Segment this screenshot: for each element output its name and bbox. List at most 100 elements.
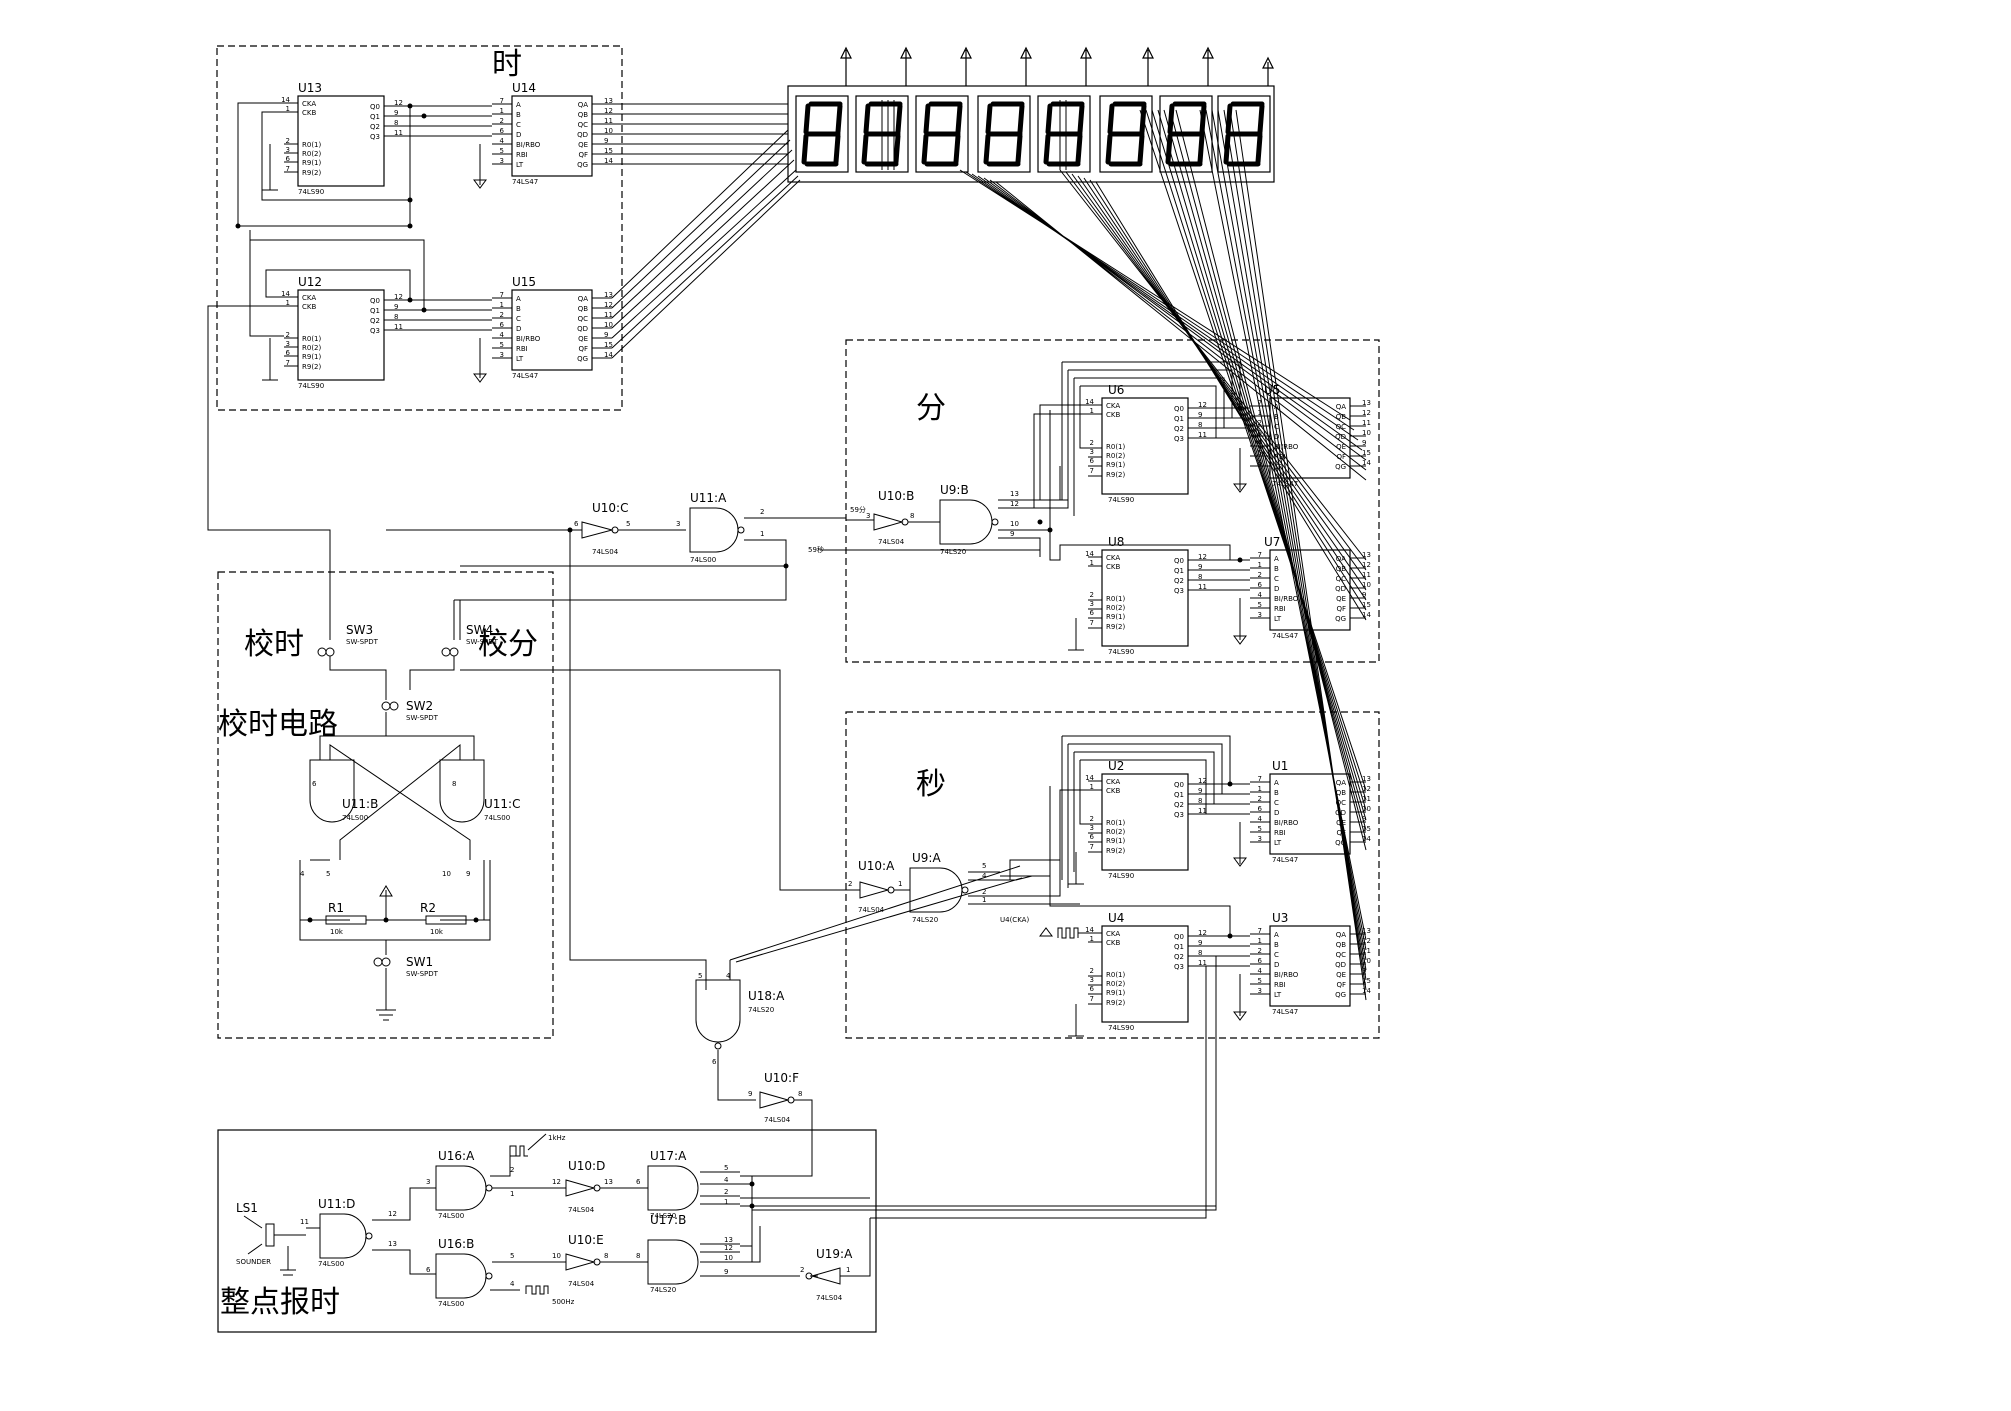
ic-u13 (297, 95, 385, 187)
decoder-pin-number: 3 (1258, 611, 1262, 619)
u11c-type: 74LS00 (484, 814, 510, 822)
counter-pin-number: 9 (394, 303, 398, 311)
signal-59min: 59分 (850, 505, 866, 514)
label-chime: 整点报时 (220, 1285, 340, 1320)
u18a-type: 74LS20 (748, 1006, 774, 1014)
u18a-label: U18:A (748, 989, 785, 1003)
counter-pin-label: R9(2) (302, 363, 322, 371)
decoder-pin-number: 7 (1258, 927, 1262, 935)
decoder-pin-label: B (1274, 789, 1279, 797)
u6-type: 74LS90 (1108, 496, 1134, 504)
digit-7 (1159, 95, 1213, 173)
digit-1 (795, 95, 849, 173)
u11a-pin-b: 2 (760, 508, 764, 516)
decoder-pin-label: QC (578, 121, 589, 129)
u9a-label: U9:A (912, 851, 941, 865)
decoder-pin-label: B (1274, 941, 1279, 949)
counter-pin-label: Q2 (1174, 953, 1184, 961)
counter-pin-number: 2 (1090, 815, 1094, 823)
decoder-pin-number: 7 (500, 97, 504, 105)
u10e-label: U10:E (568, 1233, 604, 1247)
counter-pin-number: 9 (1198, 563, 1202, 571)
counter-pin-number: 1 (1090, 783, 1094, 791)
counter-pin-number: 2 (286, 137, 290, 145)
counter-pin-label: R0(2) (302, 344, 322, 352)
decoder-pin-label: QC (1336, 423, 1347, 431)
counter-pin-label: CKA (1106, 930, 1120, 938)
u9b-pin-1: 13 (1010, 490, 1019, 498)
decoder-pin-number: 3 (1258, 835, 1262, 843)
u2-type: 74LS90 (1108, 872, 1134, 880)
counter-pin-label: R9(1) (302, 353, 322, 361)
counter-pin-number: 2 (286, 331, 290, 339)
adjust-circuit (299, 599, 860, 1021)
decoder-pin-label: QC (1336, 799, 1347, 807)
counter-pin-number: 1 (1090, 559, 1094, 567)
counter-pin-label: Q0 (1174, 405, 1184, 413)
signal-u4-clk: U4(CKA) (1000, 916, 1029, 924)
counter-pin-number: 14 (1085, 926, 1094, 934)
counter-pin-label: Q3 (370, 327, 380, 335)
decoder-pin-label: A (1274, 555, 1279, 563)
decoder-pin-number: 9 (1362, 967, 1366, 975)
counter-pin-number: 9 (1198, 787, 1202, 795)
decoder-pin-number: 13 (604, 291, 613, 299)
digit-6 (1099, 95, 1153, 173)
u8-type: 74LS90 (1108, 648, 1134, 656)
decoder-pin-label: LT (1274, 463, 1282, 471)
u18a-pin-b: 4 (726, 972, 731, 980)
u12-type: 74LS90 (298, 382, 324, 390)
counter-pin-number: 8 (394, 119, 398, 127)
sw2-label: SW2 (406, 699, 433, 713)
decoder-pin-number: 3 (1258, 987, 1262, 995)
decoder-pin-number: 6 (1258, 957, 1263, 965)
u16b-pin-b: 5 (510, 1252, 514, 1260)
u15-type: 74LS47 (512, 372, 538, 380)
sw1-label: SW1 (406, 955, 433, 969)
u11b-label: U11:B (342, 797, 378, 811)
decoder-pin-number: 14 (604, 351, 613, 359)
counter-pin-number: 11 (1198, 431, 1207, 439)
decoder-pin-number: 9 (604, 137, 608, 145)
u9a-pin-4: 1 (982, 896, 986, 904)
u11a-type: 74LS00 (690, 556, 716, 564)
u16b-pin-c: 4 (510, 1280, 515, 1288)
u11d-label: U11:D (318, 1197, 355, 1211)
carry-logic (207, 306, 1088, 990)
u13-type: 74LS90 (298, 188, 324, 196)
u9a-pin-1: 5 (982, 862, 986, 870)
sw3-label: SW3 (346, 623, 373, 637)
u19a-type: 74LS04 (816, 1294, 843, 1302)
decoder-pin-label: QE (1336, 819, 1346, 827)
signal-500hz: 500Hz (552, 1298, 575, 1306)
decoder-pin-number: 9 (1362, 815, 1366, 823)
counter-pin-label: CKA (1106, 402, 1120, 410)
decoder-pin-number: 13 (1362, 927, 1371, 935)
minute-wiring (1000, 361, 1250, 651)
decoder-pin-label: D (1274, 809, 1279, 817)
counter-pin-number: 14 (281, 96, 290, 104)
counter-pin-label: Q2 (1174, 425, 1184, 433)
decoder-pin-label: QC (1336, 951, 1347, 959)
u16b-type: 74LS00 (438, 1300, 464, 1308)
u10a-label: U10:A (858, 859, 895, 873)
counter-pin-label: CKB (1106, 787, 1120, 795)
decoder-pin-number: 14 (1362, 987, 1371, 995)
decoder-pin-label: BI/RBO (1274, 819, 1299, 827)
u8-label: U8 (1108, 535, 1124, 549)
u10c-label: U10:C (592, 501, 628, 515)
sw1-type: SW-SPDT (406, 970, 439, 978)
u19a-pin-out: 1 (846, 1266, 850, 1274)
decoder-pin-number: 4 (1258, 591, 1263, 599)
counter-pin-number: 7 (1090, 467, 1094, 475)
counter-pin-label: R9(2) (1106, 847, 1126, 855)
counter-pin-label: Q0 (370, 103, 380, 111)
u9b-pin-4: 9 (1010, 530, 1014, 538)
ic-u2 (1101, 773, 1189, 871)
decoder-pin-number: 13 (1362, 775, 1371, 783)
counter-pin-label: Q1 (1174, 791, 1184, 799)
counter-pin-number: 1 (1090, 935, 1094, 943)
counter-pin-label: CKA (302, 100, 316, 108)
u17a-pin-2: 4 (724, 1176, 729, 1184)
counter-pin-label: R0(1) (1106, 443, 1126, 451)
